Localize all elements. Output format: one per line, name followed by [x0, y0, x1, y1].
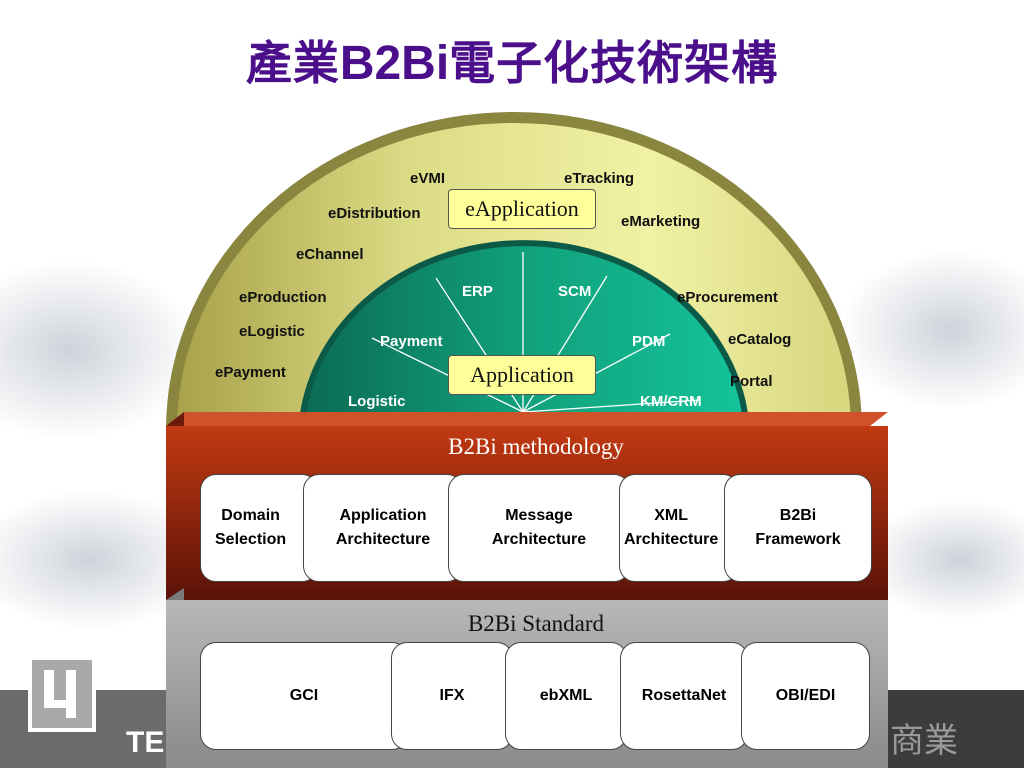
standard-card-obi-edi: OBI/EDI: [741, 642, 870, 750]
title-cjk-suffix: 電子化技術架構: [449, 36, 779, 90]
card-line: Application: [339, 507, 427, 524]
bottom-right-strip: [888, 690, 1024, 768]
card-line: Architecture: [491, 531, 587, 548]
card-line: B2Bi: [779, 507, 817, 524]
title-cjk-prefix: 產業: [245, 36, 340, 90]
methodology-band-top: [166, 412, 888, 426]
corner-text-fragment: 商業: [890, 721, 958, 761]
outer-item-ecatalog: eCatalog: [728, 331, 792, 348]
outer-item-echannel: eChannel: [296, 246, 364, 263]
card-line: XML: [654, 507, 689, 524]
outer-item-epayment: ePayment: [215, 364, 286, 381]
inner-item-logistic: Logistic: [348, 393, 406, 410]
application-tag: Application: [448, 355, 596, 395]
background-cloud: [840, 250, 1024, 410]
inner-ring: [304, 246, 744, 440]
card-line: Architecture: [335, 531, 431, 548]
inner-item-erp: ERP: [462, 283, 493, 300]
card-line: Selection: [215, 531, 287, 548]
outer-item-portal: Portal: [730, 373, 773, 390]
logo-text-fragment: TE: [126, 726, 164, 759]
card-line: Domain: [221, 507, 280, 524]
methodology-title: B2Bi methodology: [448, 434, 624, 459]
standard-card-ebxml: ebXML: [505, 642, 627, 750]
card-line: Message: [505, 507, 573, 524]
outer-item-eproduction: eProduction: [239, 289, 327, 306]
page-title: 產業B2Bi電子化技術架構: [0, 36, 1024, 91]
inner-item-scm: SCM: [558, 283, 592, 300]
background-cloud: [0, 490, 210, 630]
standard-card-ifx: IFX: [391, 642, 513, 750]
outer-item-elogistic: eLogistic: [239, 323, 305, 340]
outer-item-edistribution: eDistribution: [328, 205, 421, 222]
inner-item-pdm: PDM: [632, 333, 666, 350]
inner-item-kmcrm: KM/CRM: [640, 393, 702, 410]
standard-card-rosettanet: RosettaNet: [620, 642, 748, 750]
methodology-card-xml-architecture: XML Architecture: [619, 474, 739, 582]
inner-item-payment: Payment: [380, 333, 443, 350]
card-line: Framework: [755, 531, 841, 548]
outer-item-emarketing: eMarketing: [621, 213, 701, 230]
eapplication-tag: eApplication: [448, 189, 596, 229]
background-cloud: [0, 260, 200, 440]
title-latin: B2Bi: [339, 37, 450, 90]
standard-title: B2Bi Standard: [467, 611, 605, 636]
outer-item-etracking: eTracking: [564, 170, 635, 187]
card-line: Architecture: [624, 531, 719, 548]
outer-item-eprocurement: eProcurement: [677, 289, 778, 306]
standard-card-gci: GCI: [200, 642, 408, 750]
background-cloud: [860, 500, 1024, 620]
outer-item-evmi: eVMI: [410, 170, 446, 187]
logo-icon: [28, 656, 96, 732]
